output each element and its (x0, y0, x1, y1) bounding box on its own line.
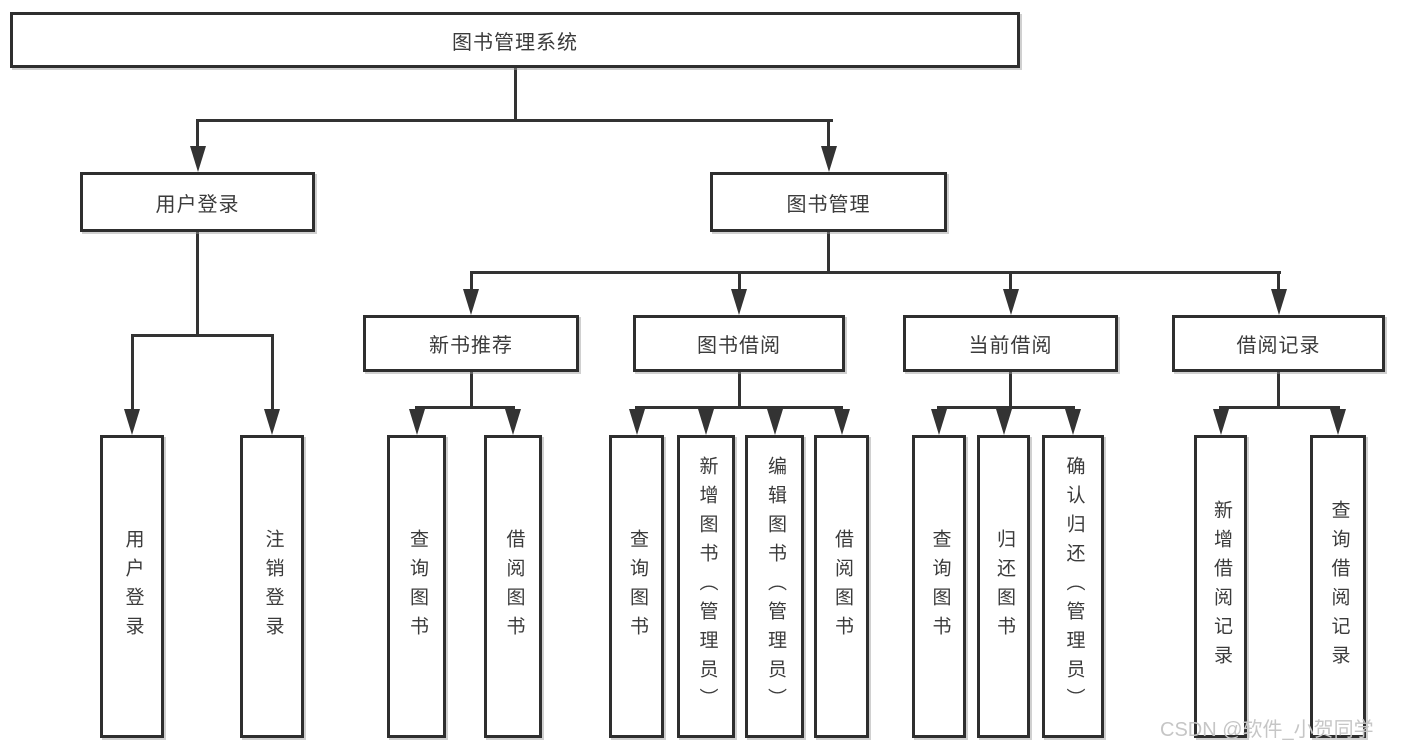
connector-line (1277, 271, 1280, 296)
node-label: 借阅记录 (1236, 335, 1321, 357)
arrow-down-icon (264, 409, 280, 435)
connector-line (1009, 370, 1012, 409)
node-label: 归还图书 (993, 528, 1015, 645)
connector-line (131, 334, 134, 412)
arrow-down-icon (767, 409, 783, 435)
arrow-down-icon (731, 289, 747, 315)
connector-line (827, 119, 830, 153)
leaf-query-books-1: 查询图书 (387, 435, 446, 738)
node-user-login: 用户登录 (80, 172, 315, 232)
arrow-down-icon (821, 146, 837, 172)
connector-line (1277, 370, 1280, 409)
arrow-down-icon (505, 409, 521, 435)
node-label: 新书推荐 (429, 335, 513, 357)
node-label: 用户登录 (122, 528, 144, 645)
leaf-borrow-books-1: 借阅图书 (484, 435, 542, 738)
connector-line (1009, 271, 1012, 296)
node-current-borrowing: 当前借阅 (903, 315, 1118, 372)
leaf-confirm-return-admin: 确认归还（管理员） (1042, 435, 1104, 738)
node-label: 查询借阅记录 (1328, 499, 1350, 674)
arrow-down-icon (629, 409, 645, 435)
node-label: 借阅图书 (831, 528, 853, 645)
leaf-query-borrow-record: 查询借阅记录 (1310, 435, 1366, 738)
leaf-return-books: 归还图书 (977, 435, 1030, 738)
connector-line (827, 232, 830, 273)
arrow-down-icon (463, 289, 479, 315)
leaf-user-login: 用户登录 (100, 435, 164, 738)
arrow-down-icon (190, 146, 206, 172)
node-label: 新增图书（管理员） (696, 456, 718, 717)
connector-line (738, 271, 741, 296)
node-label: 图书借阅 (697, 335, 781, 357)
node-book-borrowing: 图书借阅 (633, 315, 845, 372)
node-new-book-recommend: 新书推荐 (363, 315, 579, 372)
node-label: 注销登录 (262, 528, 284, 645)
node-label: 编辑图书（管理员） (764, 456, 786, 717)
connector-line (470, 271, 1281, 274)
arrow-down-icon (1213, 409, 1229, 435)
leaf-logout: 注销登录 (240, 435, 304, 738)
leaf-borrow-books-2: 借阅图书 (814, 435, 869, 738)
node-label: 新增借阅记录 (1210, 499, 1232, 674)
node-label: 确认归还（管理员） (1063, 456, 1085, 717)
arrow-down-icon (834, 409, 850, 435)
arrow-down-icon (1003, 289, 1019, 315)
arrow-down-icon (409, 409, 425, 435)
arrow-down-icon (698, 409, 714, 435)
connector-line (738, 370, 741, 409)
connector-line (514, 68, 517, 121)
arrow-down-icon (1065, 409, 1081, 435)
node-borrowing-records: 借阅记录 (1172, 315, 1385, 372)
connector-line (635, 406, 843, 409)
node-book-management: 图书管理 (710, 172, 947, 232)
connector-line (196, 119, 199, 153)
connector-line (196, 119, 833, 122)
node-label: 当前借阅 (968, 335, 1053, 357)
node-label: 图书管理系统 (452, 31, 578, 54)
connector-line (937, 406, 1075, 409)
leaf-query-books-3: 查询图书 (912, 435, 966, 738)
connector-line (271, 334, 274, 412)
node-root-system: 图书管理系统 (10, 12, 1020, 68)
leaf-add-borrow-record: 新增借阅记录 (1194, 435, 1247, 738)
arrow-down-icon (1330, 409, 1346, 435)
leaf-edit-books-admin: 编辑图书（管理员） (745, 435, 804, 738)
connector-line (470, 271, 473, 296)
csdn-watermark: CSDN @软件_小贺同学 (1160, 719, 1374, 741)
node-label: 查询图书 (929, 528, 951, 645)
node-label: 查询图书 (626, 528, 648, 645)
arrow-down-icon (124, 409, 140, 435)
connector-line (470, 370, 473, 409)
arrow-down-icon (931, 409, 947, 435)
node-label: 借阅图书 (503, 528, 525, 645)
connector-line (131, 334, 274, 337)
leaf-add-books-admin: 新增图书（管理员） (677, 435, 735, 738)
connector-line (196, 232, 199, 336)
node-label: 查询图书 (406, 528, 428, 645)
connector-line (1219, 406, 1340, 409)
arrow-down-icon (1271, 289, 1287, 315)
connector-line (415, 406, 515, 409)
leaf-query-books-2: 查询图书 (609, 435, 664, 738)
arrow-down-icon (996, 409, 1012, 435)
node-label: 图书管理 (786, 193, 871, 216)
node-label: 用户登录 (155, 193, 240, 216)
